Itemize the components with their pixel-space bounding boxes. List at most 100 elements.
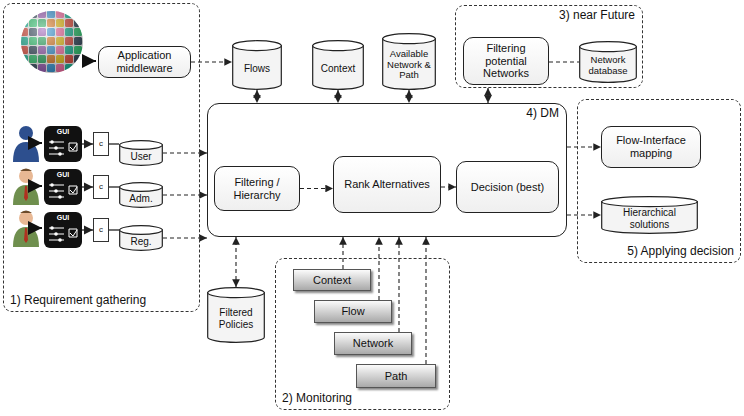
node-label: Application middleware [105, 49, 184, 74]
cylinder-top [313, 41, 364, 51]
connector [163, 194, 207, 195]
cylinder-body [233, 45, 282, 89]
connector [82, 229, 93, 230]
monitor-box: Context [293, 269, 371, 291]
node-label: GUI [57, 128, 69, 162]
config-file: c [93, 132, 109, 156]
app-tile [38, 73, 46, 81]
globe-arrow [86, 60, 96, 62]
cylinder-body [383, 38, 436, 89]
connector [408, 90, 409, 103]
checkbox-icon [69, 143, 77, 151]
node-label: Adm. [129, 193, 152, 205]
gui-icon: GUI [44, 212, 82, 248]
node-label: Context [321, 63, 355, 75]
cylinder-top [580, 42, 637, 52]
person-user [13, 126, 42, 162]
app-tile [83, 19, 91, 27]
connector [300, 188, 333, 189]
app-tile [29, 73, 37, 81]
node-label: User [130, 151, 151, 163]
node-label: Filtering / Hierarchy [221, 176, 293, 201]
person-admin [13, 169, 42, 206]
node-label: c [99, 225, 103, 234]
region-label: 3) near Future [559, 9, 635, 23]
app-tile [83, 64, 91, 72]
slider-knob [54, 146, 58, 150]
node-label: GUI [57, 214, 69, 248]
connector [235, 237, 236, 287]
cylinder-top [383, 34, 436, 44]
connector [342, 237, 343, 269]
app-tile [83, 73, 91, 81]
person-regulator [13, 211, 42, 248]
process-box: Application middleware [98, 46, 191, 78]
node-label: Path [385, 370, 408, 383]
cylinder-top [208, 288, 265, 298]
connector [378, 237, 379, 300]
connector [549, 61, 579, 62]
connector [487, 88, 488, 103]
connector [109, 143, 119, 144]
node-label: c [99, 139, 103, 148]
connector [82, 143, 93, 144]
connector [109, 229, 119, 230]
gui-icon: GUI [44, 169, 82, 205]
app-tile [74, 73, 82, 81]
node-label: Flow-Interface mapping [608, 134, 694, 159]
node-label: Rank Alternatives [344, 178, 430, 191]
connector [191, 61, 232, 62]
database-cylinder: Flows [232, 40, 282, 90]
dashed-region: 2) MonitoringContextFlowNetworkPath [275, 258, 450, 410]
app-tile [83, 37, 91, 45]
cylinder-body [208, 292, 265, 342]
node-label: Decision (best) [471, 181, 544, 194]
config-file: c [93, 218, 109, 242]
dashed-region: 5) Applying decision Flow-Interface mappi… [577, 99, 741, 263]
connector [441, 186, 456, 187]
config-file: c [93, 175, 109, 199]
monitor-box: Path [356, 364, 436, 388]
database-cylinder: Reg. [119, 225, 163, 251]
app-tile [74, 10, 82, 18]
connector [425, 237, 426, 364]
cylinder-top [120, 226, 163, 235]
node-label: Available Network & Path [385, 49, 433, 82]
slider-knob [58, 238, 62, 242]
app-globe [20, 10, 91, 81]
app-tile [83, 10, 91, 18]
connector [567, 214, 601, 215]
database-cylinder: Network database [579, 41, 637, 83]
process-box: Filtering / Hierarchy [214, 166, 300, 211]
app-tile [74, 64, 82, 72]
region-label: 5) Applying decision [627, 245, 734, 259]
database-cylinder: User [119, 140, 163, 166]
node-label: Flows [244, 63, 270, 75]
dashed-region: 1) Requirement gatheringApplication midd… [3, 3, 200, 312]
process-box: Flow-Interface mapping [601, 126, 701, 168]
decision-module-box: 4) DMFiltering / HierarchyRank Alternati… [207, 103, 567, 237]
slider-knob [50, 226, 54, 230]
app-tile [65, 73, 73, 81]
database-cylinder: Filtered Policies [207, 287, 265, 343]
connector [82, 186, 93, 187]
monitor-box: Flow [314, 300, 392, 323]
app-tile [83, 46, 91, 54]
slider-knob [50, 183, 54, 187]
gui-icon: GUI [44, 126, 82, 162]
app-tile [83, 28, 91, 36]
node-label: c [99, 182, 103, 191]
slider-knob [58, 152, 62, 156]
database-cylinder: Available Network & Path [382, 33, 436, 90]
slider-knob [58, 195, 62, 199]
slider-knob [54, 232, 58, 236]
database-cylinder: Adm. [119, 182, 163, 208]
cylinder-body [313, 45, 364, 89]
app-tile [20, 64, 28, 72]
node-label: Filtered Policies [210, 307, 262, 330]
node-label: Network database [582, 55, 634, 77]
connector [163, 152, 207, 153]
connector [398, 237, 399, 332]
slider-knob [50, 140, 54, 144]
database-cylinder: Context [312, 40, 364, 90]
